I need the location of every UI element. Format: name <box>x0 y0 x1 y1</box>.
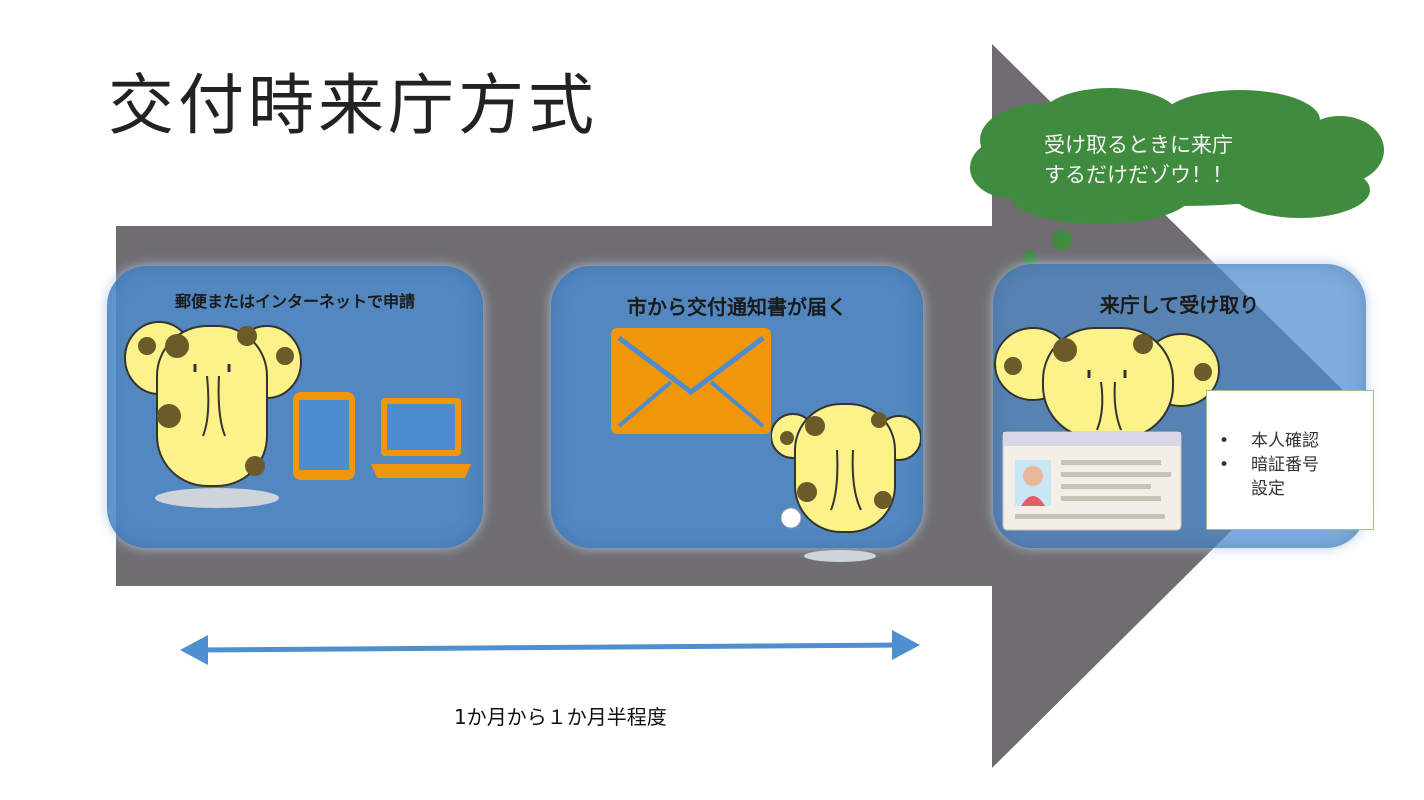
requirement-item: 本人確認 <box>1217 429 1319 453</box>
page-title: 交付時来庁方式 <box>108 67 598 144</box>
requirements-list: 本人確認 暗証番号 設定 <box>1217 429 1319 501</box>
requirement-item: 暗証番号 <box>1217 453 1319 477</box>
step-apply: 郵便またはインターネットで申請 <box>107 266 483 548</box>
laptop-icon <box>371 398 471 478</box>
envelope-icon <box>611 328 771 434</box>
mascot-illustration <box>124 321 302 508</box>
step-apply-title: 郵便またはインターネットで申請 <box>174 292 415 311</box>
mascot-illustration <box>994 327 1220 434</box>
speech-bubble-line2: するだけだゾウ！！ <box>1044 163 1233 187</box>
mascot-shadow <box>804 550 876 562</box>
duration-double-arrow <box>180 630 920 665</box>
mascot-illustration <box>771 403 921 533</box>
speech-bubble-line1: 受け取るときに来庁 <box>1044 133 1233 157</box>
thought-dots <box>1006 230 1072 276</box>
step-receive-title: 来庁して受け取り <box>1099 293 1260 317</box>
mynumber-card-image <box>1002 431 1182 531</box>
duration-label: 1か月から１か月半程度 <box>454 705 667 729</box>
requirement-item-continued: 設定 <box>1251 479 1285 499</box>
requirements-note: 本人確認 暗証番号 設定 <box>1206 390 1374 530</box>
tablet-icon <box>293 392 355 480</box>
step-notice: 市から交付通知書が届く <box>551 266 923 548</box>
speech-cloud <box>970 88 1384 224</box>
speech-bubble-text: 受け取るときに来庁 するだけだゾウ！！ <box>1044 130 1233 190</box>
step-notice-title: 市から交付通知書が届く <box>627 295 847 319</box>
